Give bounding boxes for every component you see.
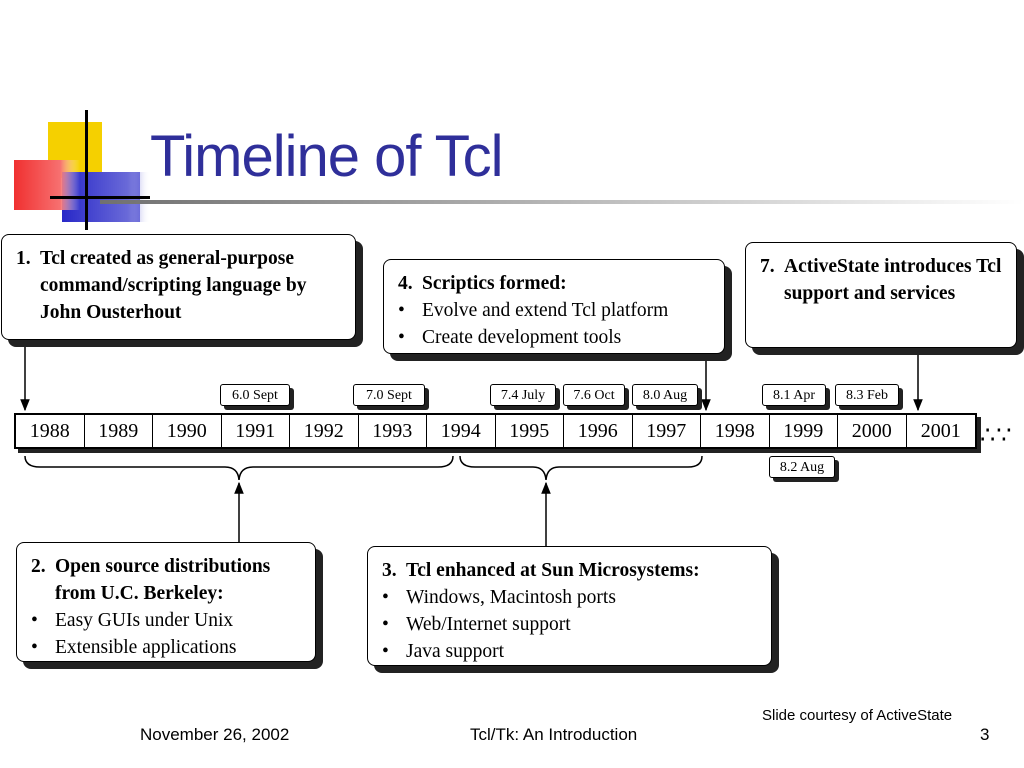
footer-title: Tcl/Tk: An Introduction	[470, 725, 638, 744]
callout-heading: ActiveState introduces Tcl support and s…	[784, 256, 1002, 304]
callout-number: 4.	[398, 273, 413, 294]
year-cell: 2001	[920, 420, 961, 442]
slide-title: Timeline of Tcl	[150, 124, 503, 189]
list-item: •Extensible applications	[31, 637, 237, 658]
year-cell: 1998	[701, 415, 770, 447]
release-label: 8.0 Aug	[632, 384, 698, 406]
list-item: •Web/Internet support	[382, 614, 571, 635]
list-item: •Evolve and extend Tcl platform	[398, 300, 669, 321]
year-cell: 1992	[290, 415, 359, 447]
release-label: 8.2 Aug	[769, 456, 835, 478]
year-cell: 1995	[496, 415, 564, 447]
release-label: 6.0 Sept	[220, 384, 290, 406]
year-cell: 1994	[427, 415, 496, 447]
brace-berkeley	[24, 455, 454, 481]
callout-activestate: 7. ActiveState introduces Tcl support an…	[745, 242, 1017, 348]
callout-sun: 3. Tcl enhanced at Sun Microsystems: •Wi…	[367, 546, 772, 666]
year-cell: 1988	[16, 415, 85, 447]
callout-heading: Open source distributions from U.C. Berk…	[55, 556, 271, 604]
year-cell: 1990	[153, 415, 222, 447]
callout-heading: Tcl enhanced at Sun Microsystems:	[406, 560, 700, 581]
list-item: •Windows, Macintosh ports	[382, 587, 616, 608]
year-cell: 1989	[85, 415, 153, 447]
release-label: 7.6 Oct	[563, 384, 625, 406]
callout-berkeley: 2. Open source distributions from U.C. B…	[16, 542, 316, 662]
brace-sun	[459, 455, 703, 481]
callout-number: 7.	[760, 256, 775, 277]
callout-scriptics: 4. Scriptics formed: •Evolve and extend …	[383, 259, 725, 354]
release-label: 8.3 Feb	[835, 384, 899, 406]
callout-number: 1.	[16, 248, 31, 269]
year-strip: 1988 1989 1990 1991 1992 1993 1994 1995 …	[14, 413, 977, 449]
page-number: 3	[980, 725, 990, 744]
callout-heading: Tcl created as general-purpose command/s…	[40, 248, 307, 323]
release-label: 7.4 July	[490, 384, 556, 406]
callout-heading: Scriptics formed:	[422, 273, 567, 294]
slide-courtesy: Slide courtesy of ActiveState	[762, 707, 953, 724]
callout-tcl-created: 1. Tcl created as general-purpose comman…	[1, 234, 356, 340]
list-item: •Java support	[382, 641, 505, 662]
year-cell: 1993	[359, 415, 427, 447]
release-label: 7.0 Sept	[353, 384, 425, 406]
year-cell: 2000	[838, 415, 907, 447]
callout-number: 2.	[31, 556, 46, 577]
footer-date: November 26, 2002	[140, 725, 290, 744]
year-cell: 1997	[633, 415, 701, 447]
year-cell: 1991	[222, 415, 290, 447]
timeline-continuation: ∴∵	[980, 423, 1013, 449]
slide-logo-icon	[14, 110, 150, 230]
release-label: 8.1 Apr	[762, 384, 826, 406]
year-cell: 1999	[770, 415, 838, 447]
list-item: •Create development tools	[398, 327, 622, 348]
callout-number: 3.	[382, 560, 397, 581]
year-cell: 1996	[564, 415, 633, 447]
title-divider	[100, 200, 1024, 204]
list-item: •Easy GUIs under Unix	[31, 610, 234, 631]
